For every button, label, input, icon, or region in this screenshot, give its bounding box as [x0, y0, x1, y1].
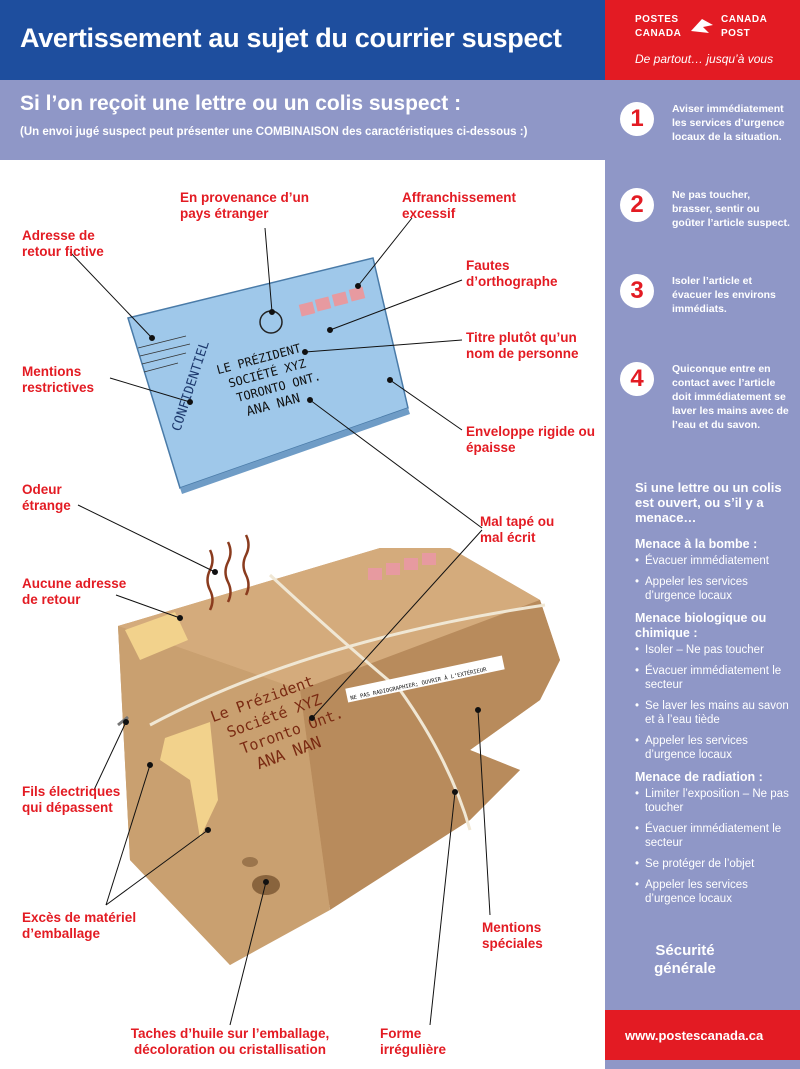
- bio-item: Appeler les services d’urgence locaux: [635, 734, 795, 762]
- header: Avertissement au sujet du courrier suspe…: [0, 0, 800, 80]
- suspect-mail-illustration: CONFIDENTIEL LE PRÉZIDENT SOCIÉTÉ XYZ TO…: [69, 217, 560, 1026]
- intro-heading: Si l’on reçoit une lettre ou un colis su…: [20, 92, 462, 115]
- label-no-return-address: Aucune adresse de retour: [22, 576, 127, 607]
- radiation-item: Limiter l’exposition – Ne pas toucher: [635, 787, 795, 815]
- brand-word-canada-fr: CANADA: [721, 14, 768, 25]
- website-link[interactable]: www.postescanada.ca: [625, 1028, 764, 1043]
- label-fictitious-return-address: Adresse de retour fictive: [22, 228, 104, 259]
- page-title: Avertissement au sujet du courrier suspe…: [20, 23, 562, 53]
- step-number: 4: [620, 362, 654, 396]
- bio-item: Se laver les mains au savon et à l’eau t…: [635, 699, 795, 727]
- label-special-markings: Mentions spéciales: [482, 920, 543, 951]
- bio-item: Évacuer immédiatement le secteur: [635, 664, 795, 692]
- label-rigid-envelope: Enveloppe rigide ou épaisse: [466, 424, 596, 455]
- brand-word-canada-en: CANADA: [635, 28, 682, 39]
- label-protruding-wires: Fils électriques qui dépassent: [22, 784, 121, 815]
- action-sidebar: 1 Aviser immédiatement les services d’ur…: [605, 80, 800, 1069]
- step-number: 3: [620, 274, 654, 308]
- bomb-item: Appeler les services d’urgence locaux: [635, 575, 795, 603]
- label-excessive-packaging: Excès de matériel d’emballage: [22, 910, 137, 941]
- intro-band: Si l’on reçoit une lettre ou un colis su…: [0, 80, 605, 160]
- brand-word-postes: POSTES: [635, 14, 679, 25]
- brand-word-post: POST: [721, 28, 751, 39]
- step-text: Ne pas toucher, brasser, sentir ou goûte…: [672, 189, 790, 229]
- threat-section: Si une lettre ou un colis est ouvert, ou…: [635, 480, 795, 906]
- parcel-illustration: [117, 534, 560, 965]
- intro-note: (Un envoi jugé suspect peut présenter un…: [20, 126, 528, 138]
- label-excessive-postage: Affranchissement excessif: [402, 190, 517, 221]
- website-band: www.postescanada.ca: [605, 1010, 800, 1060]
- step-number: 1: [620, 102, 654, 136]
- bio-threat-title: Menace biologique ou chimique :: [635, 611, 767, 640]
- label-oil-stains: Taches d’huile sur l’emballage, décolora…: [130, 1026, 330, 1057]
- general-security-heading: Sécurité générale: [654, 942, 716, 977]
- label-title-not-name: Titre plutôt qu’un nom de personne: [466, 330, 579, 361]
- radiation-item: Se protéger de l’objet: [635, 857, 795, 871]
- envelope-illustration: [127, 257, 410, 494]
- step-number: 2: [620, 188, 654, 222]
- post-eagle-icon: [691, 19, 713, 33]
- label-restrictive-markings: Mentions restrictives: [22, 364, 95, 395]
- label-spelling-mistakes: Fautes d’orthographe: [466, 258, 558, 289]
- label-irregular-shape: Forme irrégulière: [380, 1026, 447, 1057]
- radiation-item: Appeler les services d’urgence locaux: [635, 878, 795, 906]
- tagline: De partout… jusqu’à vous: [635, 52, 774, 66]
- step-text: Aviser immédiatement les services d’urge…: [672, 103, 785, 143]
- radiation-item: Évacuer immédiatement le secteur: [635, 822, 795, 850]
- title-bar: Avertissement au sujet du courrier suspe…: [0, 0, 605, 80]
- radiation-threat-title: Menace de radiation :: [635, 770, 763, 784]
- label-strange-odor: Odeur étrange: [22, 482, 71, 513]
- threat-intro: Si une lettre ou un colis est ouvert, ou…: [635, 480, 782, 525]
- label-foreign-country: En provenance d’un pays étranger: [180, 190, 310, 221]
- step-text: Quiconque entre en contact avec l’articl…: [672, 363, 789, 431]
- step-text: Isoler l’article et évacuer les environs…: [672, 275, 776, 315]
- bio-item: Isoler – Ne pas toucher: [635, 643, 795, 657]
- label-badly-typed: Mal tapé ou mal écrit: [480, 514, 555, 545]
- canada-post-logo: POSTES CANADA CANADA POST De partout… ju…: [605, 0, 800, 80]
- bomb-threat-title: Menace à la bombe :: [635, 537, 758, 551]
- bomb-item: Évacuer immédiatement: [635, 554, 795, 568]
